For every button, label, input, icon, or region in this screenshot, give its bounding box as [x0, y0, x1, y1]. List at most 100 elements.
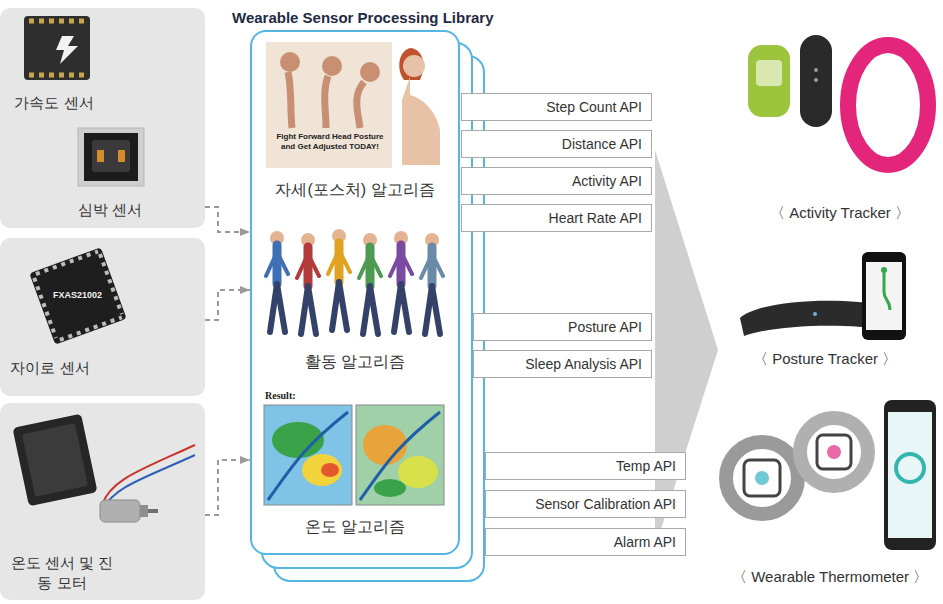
chip-pads — [36, 251, 98, 274]
api-name: Sensor Calibration API — [486, 491, 685, 517]
library-card: 자세(포스처) 알고리즘활동 알고리즘온도 알고리즘 — [250, 30, 460, 555]
person-figure — [266, 231, 288, 332]
sensor-led — [118, 150, 125, 162]
posture-illustration — [266, 42, 440, 168]
head-figure — [403, 55, 425, 77]
api-name: Posture API — [474, 314, 651, 340]
api-tab: Sleep Analysis API — [473, 350, 652, 378]
api-tab: Distance API — [461, 130, 652, 158]
node-label: 자세(포스처) 알고리즘 — [252, 180, 458, 200]
api-name: Sleep Analysis API — [474, 351, 651, 377]
poster-ground — [266, 42, 392, 168]
motor-body — [100, 500, 140, 522]
node-label: 온도 알고리즘 — [252, 517, 458, 537]
head-figure — [280, 52, 300, 72]
flow-triangle — [655, 150, 718, 548]
motor-shaft — [148, 509, 158, 513]
accelerometer-chip — [24, 16, 90, 80]
spine-figure — [325, 76, 328, 128]
sensor-frame — [78, 128, 144, 186]
sensor-panel: 가속도 센서심박 센서 — [0, 8, 205, 228]
activity-illustration — [266, 229, 443, 334]
api-name: Distance API — [462, 131, 651, 157]
map-region — [302, 454, 342, 486]
band-sensor — [817, 435, 851, 469]
phone-body — [884, 400, 936, 550]
map-region — [321, 463, 339, 477]
thermometer-devices — [726, 400, 936, 550]
motor-wire — [102, 455, 195, 510]
heart-rate-sensor — [78, 128, 144, 186]
clip-tracker — [748, 45, 790, 117]
map-river — [268, 412, 348, 500]
sensor-body — [84, 133, 138, 181]
activity-tracker-devices — [748, 35, 928, 165]
sensor-light — [827, 445, 841, 459]
map-panel — [356, 405, 444, 505]
person-figure — [297, 233, 319, 334]
person-figure — [421, 233, 443, 334]
product-caption: 〈 Wearable Thermometer 〉 — [732, 567, 928, 587]
tracker-light — [813, 312, 817, 316]
api-tab: Temp API — [485, 452, 686, 480]
node-label: 심박 센서 — [72, 200, 148, 220]
person-figure — [328, 229, 350, 330]
api-tab: Posture API — [473, 313, 652, 341]
phone-screen — [888, 412, 932, 538]
sensor-body — [12, 414, 97, 507]
spine-figure — [288, 72, 292, 128]
node-label: 가속도 센서 — [4, 93, 104, 113]
poster-text: Fight Forward Head Posture and Get Adjus… — [269, 132, 391, 152]
api-name: Alarm API — [486, 529, 685, 555]
sensor-panel: 자이로 센서 — [0, 238, 205, 396]
chip-pads — [100, 254, 122, 314]
head-figure — [322, 56, 342, 76]
dashed-arrow — [205, 207, 250, 232]
chip-pads — [29, 73, 86, 78]
api-name: Temp API — [486, 453, 685, 479]
map-river — [360, 412, 440, 500]
posture-tracker-device — [740, 252, 906, 340]
head-figure — [360, 62, 380, 82]
arm-band — [726, 442, 798, 514]
chip-body — [24, 16, 90, 80]
tracker-dot — [814, 68, 818, 72]
sensor-led — [97, 150, 104, 162]
posture-curve — [884, 270, 890, 310]
map-panel — [264, 405, 352, 505]
temperature-sensor — [12, 414, 97, 507]
gyro-chip — [29, 247, 126, 344]
map-region — [398, 456, 438, 488]
pebble-tracker — [800, 35, 832, 127]
hair-shape — [399, 48, 423, 80]
map-region — [272, 422, 324, 458]
band-tracker — [848, 45, 928, 165]
person-figure — [390, 231, 412, 332]
api-name: Step Count API — [462, 94, 651, 120]
chip-logo — [56, 36, 78, 64]
body-figure — [402, 77, 440, 165]
map-region — [374, 479, 406, 497]
tracker-screen — [756, 60, 782, 86]
api-tab: Activity API — [461, 167, 652, 195]
api-tab: Sensor Calibration API — [485, 490, 686, 518]
tracker-dot — [814, 78, 818, 82]
api-tab: Alarm API — [485, 528, 686, 556]
dashed-arrow — [205, 290, 250, 320]
product-caption: 〈 Posture Tracker 〉 — [753, 349, 897, 369]
sensor-face — [22, 423, 88, 497]
node-label: 자이로 센서 — [4, 358, 96, 378]
api-tab: Heart Rate API — [461, 204, 652, 232]
node-label: 활동 알고리즘 — [252, 352, 458, 372]
map-region — [363, 425, 407, 465]
sensor-panel: 온도 센서 및 진동 모터 — [0, 403, 205, 600]
dashed-arrow — [205, 460, 250, 515]
phone-screen — [866, 262, 902, 330]
product-caption: 〈 Activity Tracker 〉 — [770, 203, 910, 223]
sensor-window — [92, 140, 130, 172]
phone-body — [862, 252, 906, 340]
sensor-light — [755, 471, 769, 485]
